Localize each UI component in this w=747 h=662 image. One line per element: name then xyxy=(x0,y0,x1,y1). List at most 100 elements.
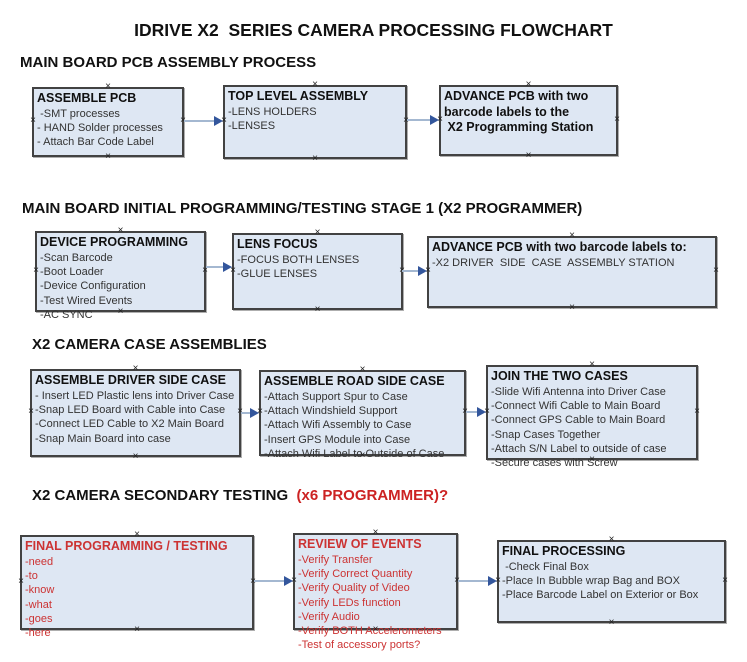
list-item: -Verify LEDs function xyxy=(298,596,401,609)
list-item: -goes xyxy=(25,612,53,625)
list-item: -Scan Barcode xyxy=(40,251,113,264)
arrow-head-icon xyxy=(488,576,497,586)
list-item: -Snap Main Board into case xyxy=(35,432,171,445)
list-item: - Insert LED Plastic lens into Driver Ca… xyxy=(35,389,235,402)
list-item: -GLUE LENSES xyxy=(237,267,318,280)
box-title: FINAL PROCESSING xyxy=(502,544,626,558)
box-title: FINAL PROGRAMMING / TESTING xyxy=(25,539,228,553)
flow-box-join-the-two-cases: × × × × JOIN THE TWO CASES -Slide Wifi A… xyxy=(484,359,700,469)
arrow-line xyxy=(458,580,491,582)
flow-box-review-of-events: × × × × REVIEW OF EVENTS -Verify Transfe… xyxy=(291,527,460,651)
list-item: -Boot Loader xyxy=(40,265,104,278)
list-item: -Slide Wifi Antenna into Driver Case xyxy=(491,385,666,398)
section-heading-text: X2 CAMERA SECONDARY TESTING xyxy=(32,487,289,504)
connection-point-icon: × xyxy=(694,405,700,417)
flow-connector-arrow xyxy=(466,407,486,417)
connection-point-icon: × xyxy=(608,617,615,628)
list-item: -Test of accessory ports? xyxy=(298,639,421,652)
arrow-head-icon xyxy=(250,408,259,418)
arrow-head-icon xyxy=(214,116,223,126)
box-title: ADVANCE PCB with two barcode labels to: xyxy=(432,240,687,254)
flow-connector-arrow xyxy=(407,115,439,125)
flow-connector-arrow xyxy=(402,266,427,276)
flow-connector-arrow xyxy=(254,576,293,586)
section-heading-text: MAIN BOARD PCB ASSEMBLY PROCESS xyxy=(20,54,317,71)
list-item: -Connect LED Cable to X2 Main Board xyxy=(35,418,224,431)
list-item: -Verify Quality of Video xyxy=(298,582,410,595)
arrow-line xyxy=(241,412,253,414)
connection-point-icon: × xyxy=(722,574,728,586)
page-title: IDRIVE X2 SERIES CAMERA PROCESSING FLOWC… xyxy=(134,20,613,40)
list-item: -Insert GPS Module into Case xyxy=(264,433,411,446)
connection-point-icon: × xyxy=(614,113,620,125)
list-item: -Connect GPS Cable to Main Board xyxy=(491,414,666,427)
list-item: -Connect Wifi Cable to Main Board xyxy=(491,399,661,412)
list-item: -FOCUS BOTH LENSES xyxy=(237,253,360,266)
list-item: -Attach S/N Label to outside of case xyxy=(491,442,667,455)
flow-box-assemble-driver-side-case: × × × × ASSEMBLE DRIVER SIDE CASE - Inse… xyxy=(28,363,243,462)
list-item: -here xyxy=(25,627,51,640)
connection-point-icon: × xyxy=(105,151,111,162)
list-item: -Place In Bubble wrap Bag and BOX xyxy=(502,574,680,587)
list-item: -what xyxy=(25,598,52,611)
section-heading-initial-programming: MAIN BOARD INITIAL PROGRAMMING/TESTING S… xyxy=(22,200,582,217)
box-title: LENS FOCUS xyxy=(237,237,318,251)
list-item: -Snap LED Board with Cable into Case xyxy=(35,403,226,416)
connection-point-icon: × xyxy=(314,304,321,315)
list-item: -know xyxy=(25,584,55,597)
section-heading-text: X2 CAMERA CASE ASSEMBLIES xyxy=(32,336,267,353)
connection-point-icon: × xyxy=(525,150,532,161)
list-item: -need xyxy=(25,555,54,568)
section-heading-red-text: (x6 PROGRAMMER)? xyxy=(288,487,449,504)
arrow-line xyxy=(254,580,287,582)
list-item: -Attach Wifi Label to Outside of Case xyxy=(264,447,445,460)
list-item: -X2 DRIVER SIDE CASE ASSEMBLY STATION xyxy=(432,256,675,269)
list-item: - HAND Solder processes xyxy=(37,121,163,134)
box-title: ASSEMBLE PCB xyxy=(37,91,137,105)
flow-box-assemble-road-side-case: × × × × ASSEMBLE ROAD SIDE CASE -Attach … xyxy=(257,364,468,461)
section-heading-text: MAIN BOARD INITIAL PROGRAMMING/TESTING S… xyxy=(22,200,583,217)
section-heading-case-assemblies: X2 CAMERA CASE ASSEMBLIES xyxy=(32,336,267,353)
list-item: -Verify Correct Quantity xyxy=(298,567,413,580)
arrow-head-icon xyxy=(418,266,427,276)
box-title: ASSEMBLE DRIVER SIDE CASE xyxy=(35,373,227,387)
list-item: -Place Barcode Label on Exterior or Box xyxy=(502,589,699,602)
box-title: JOIN THE TWO CASES xyxy=(491,369,628,383)
box-title: ADVANCE PCB with two barcode labels to t… xyxy=(444,89,594,135)
box-title: DEVICE PROGRAMMING xyxy=(40,235,188,249)
flow-connector-arrow xyxy=(206,262,232,272)
section-heading-secondary-testing: X2 CAMERA SECONDARY TESTING (x6 PROGRAMM… xyxy=(32,487,448,504)
list-item: -Verify Transfer xyxy=(298,553,373,566)
arrow-line xyxy=(206,266,226,268)
box-title: REVIEW OF EVENTS xyxy=(298,537,422,551)
list-item: -Attach Wifi Assembly to Case xyxy=(264,419,412,432)
connection-point-icon: × xyxy=(132,451,139,462)
box-title: ASSEMBLE ROAD SIDE CASE xyxy=(264,374,445,388)
arrow-head-icon xyxy=(284,576,293,586)
flow-box-final-programming-testing: × × × × FINAL PROGRAMMING / TESTING -nee… xyxy=(18,529,256,639)
arrow-head-icon xyxy=(223,262,232,272)
list-item: -to xyxy=(25,569,38,582)
list-item: - Attach Bar Code Label xyxy=(37,136,154,149)
list-item: -AC SYNC xyxy=(40,308,93,321)
list-item: -Attach Support Spur to Case xyxy=(264,390,408,403)
list-item: -SMT processes xyxy=(37,107,120,120)
list-item: -Snap Cases Together xyxy=(491,428,601,441)
flow-box-device-programming: × × × × DEVICE PROGRAMMING -Scan Barcode… xyxy=(33,225,208,321)
flow-box-advance-pcb-driver-side-station: × × × × ADVANCE PCB with two barcode lab… xyxy=(425,230,719,313)
section-heading-pcb-assembly: MAIN BOARD PCB ASSEMBLY PROCESS xyxy=(20,54,316,71)
list-item: -Device Configuration xyxy=(40,280,146,293)
flow-connector-arrow xyxy=(458,576,497,586)
arrow-line xyxy=(407,119,433,121)
arrow-line xyxy=(466,411,480,413)
list-item: -Verify Audio xyxy=(298,610,360,623)
connection-point-icon: × xyxy=(713,265,719,276)
flow-connector-arrow xyxy=(241,408,259,418)
arrow-line xyxy=(184,120,217,122)
list-item: -LENS HOLDERS xyxy=(228,105,317,118)
arrow-head-icon xyxy=(430,115,439,125)
list-item: -Verify BOTH Accelerometers xyxy=(298,625,442,638)
box-title: TOP LEVEL ASSEMBLY xyxy=(228,89,369,103)
flow-box-assemble-pcb: × × × × ASSEMBLE PCB -SMT processes - HA… xyxy=(30,81,186,162)
